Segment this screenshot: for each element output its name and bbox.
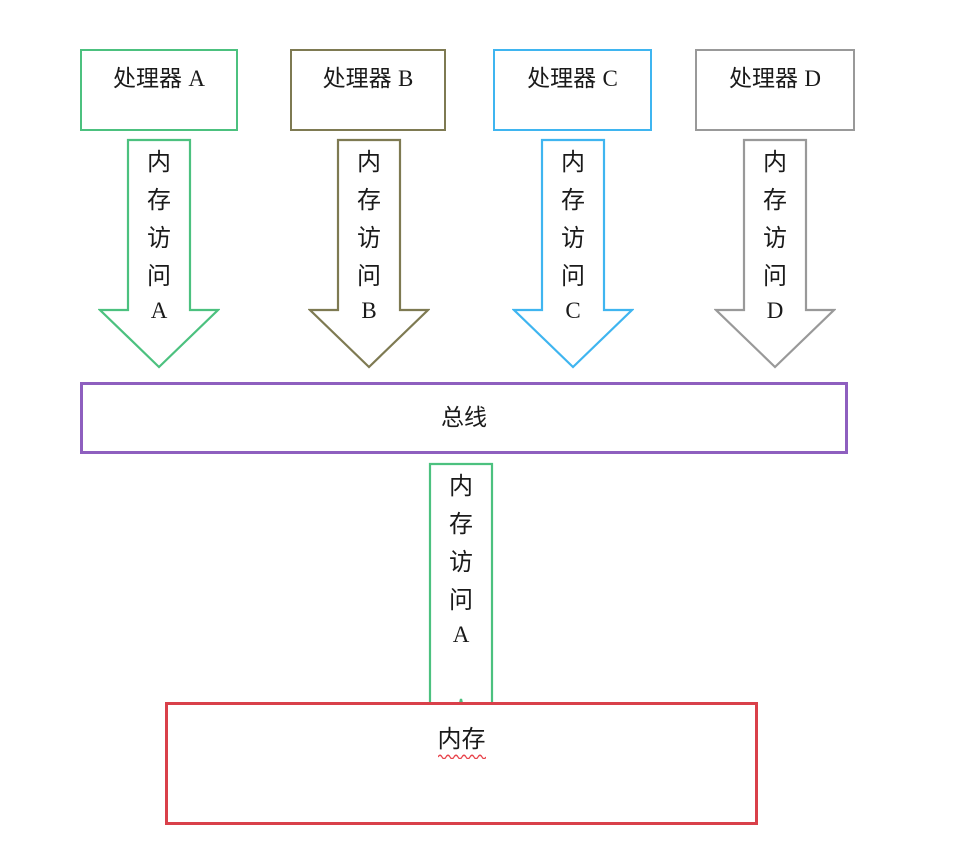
processor-label-b: 处理器 B xyxy=(322,65,414,91)
processor-box-b[interactable]: 处理器 B xyxy=(290,49,446,131)
processor-box-c[interactable]: 处理器 C xyxy=(493,49,652,131)
processor-label-a: 处理器 A xyxy=(112,65,205,91)
bus-label: 总线 xyxy=(441,404,487,430)
spellcheck-squiggle-icon xyxy=(437,754,486,759)
processor-label-c: 处理器 C xyxy=(527,65,618,91)
processor-label-d: 处理器 D xyxy=(728,65,821,91)
bus-bar[interactable]: 总线 xyxy=(80,382,848,454)
memory-label: 内存 xyxy=(437,705,486,759)
memory-box[interactable]: 内存 xyxy=(165,702,758,825)
processor-box-a[interactable]: 处理器 A xyxy=(80,49,238,131)
processor-box-d[interactable]: 处理器 D xyxy=(695,49,855,131)
